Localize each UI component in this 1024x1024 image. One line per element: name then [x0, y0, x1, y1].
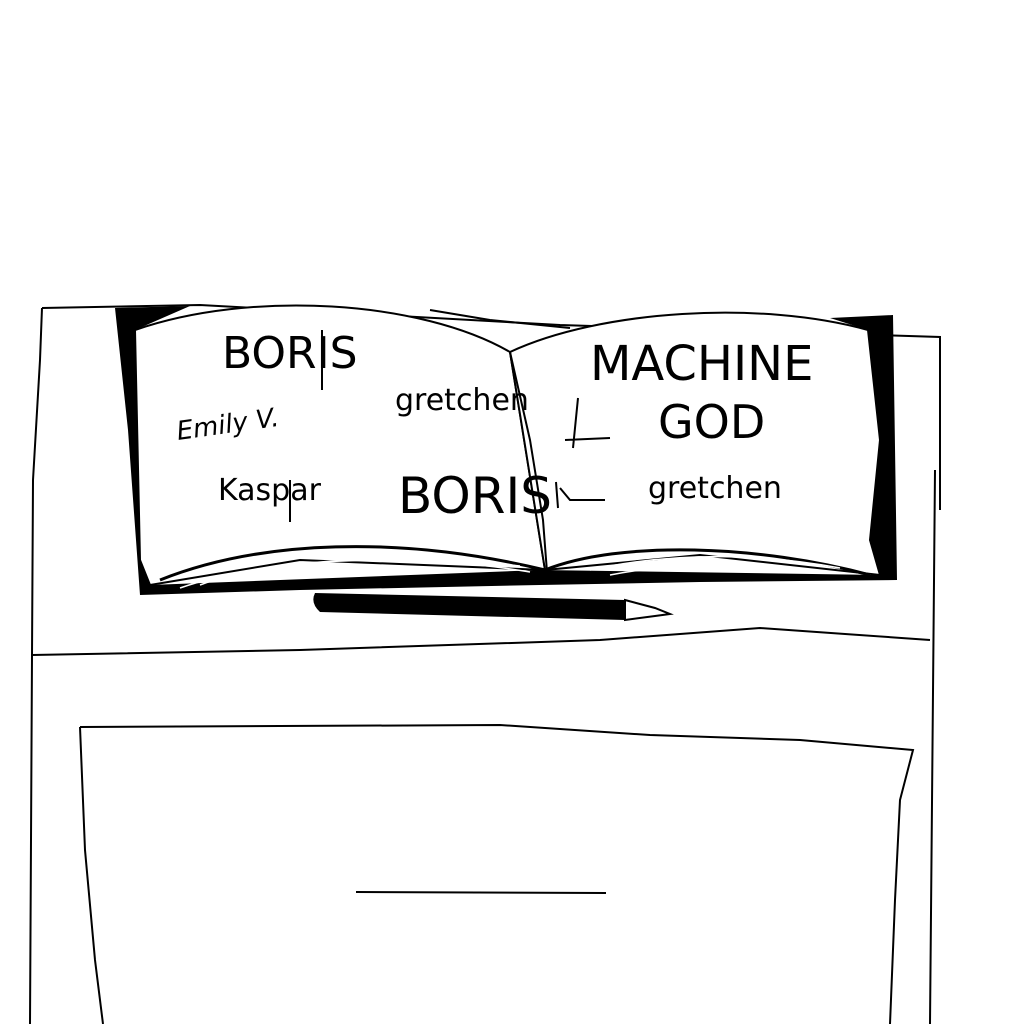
- desk-top: [29, 303, 941, 1024]
- left-name-gretchen: gretchen: [395, 383, 529, 418]
- pen-nib: [624, 598, 674, 622]
- right-line-god: GOD: [658, 395, 765, 449]
- pen-icon: [313, 593, 625, 620]
- page-edges: [159, 545, 871, 582]
- drawer-handle: [355, 891, 607, 894]
- scribble-signature: [555, 397, 611, 509]
- left-name-kaspar: Kaspar: [218, 473, 322, 508]
- right-page: [508, 311, 882, 577]
- page-bend: [429, 309, 571, 329]
- page-edges-highlight: [179, 555, 841, 589]
- right-name-gretchen: gretchen: [648, 471, 782, 506]
- desk-edge: [31, 626, 931, 656]
- left-name-boris: BORIS: [398, 467, 552, 525]
- desk-panel: [79, 723, 915, 1024]
- left-title: BORIS: [222, 328, 358, 379]
- book-spine: [509, 351, 548, 573]
- right-line-machine: MACHINE: [590, 336, 813, 392]
